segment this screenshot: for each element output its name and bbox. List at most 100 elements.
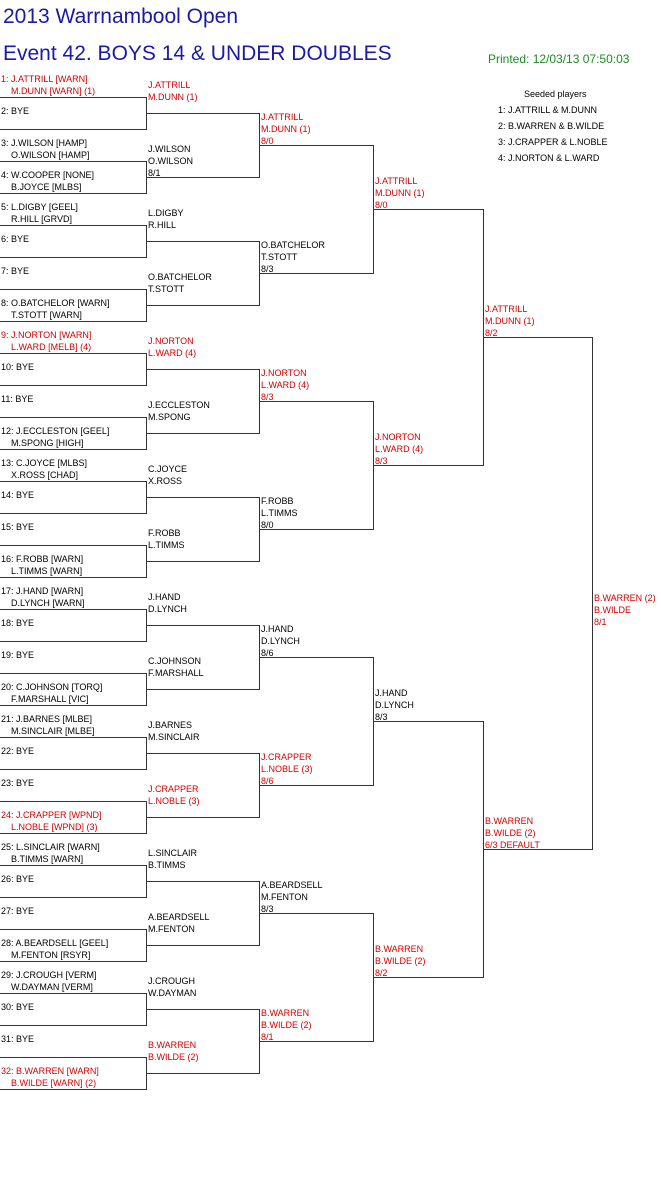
draw-line [0,257,146,258]
player-name: L.NOBLE [WPND] (3) [11,822,98,832]
draw-entry: 24: J.CRAPPER [WPND]L.NOBLE [WPND] (3) [1,809,102,833]
draw-line [0,609,146,610]
draw-line [0,385,146,386]
match-score: 6/3 DEFAULT [485,840,540,850]
player-name: 30: BYE [1,1002,35,1012]
player-name: J.ECCLESTON [148,400,210,410]
player-name: M.DUNN (1) [375,188,425,198]
player-name: B.JOYCE [MLBS] [11,182,82,192]
draw-line [0,1089,146,1090]
draw-line [0,801,146,802]
player-name: J.NORTON [148,336,194,346]
draw-entry: 12: J.ECCLESTON [GEEL]M.SPONG [HIGH] [1,425,109,449]
bracket-line [146,1073,259,1074]
draw-line [0,673,146,674]
bracket-line [373,721,483,722]
bracket-line [146,689,259,690]
draw-entry: 22: BYE [1,745,34,757]
player-name: 4: W.COOPER [NONE] [1,170,95,180]
match-score: 8/3 [375,456,388,466]
bracket-line [146,1009,259,1010]
draw-line [0,929,146,930]
draw-line [0,545,146,546]
draw-entry: 9: J.NORTON [WARN]L.WARD [MELB] (4) [1,329,91,353]
draw-line [0,1025,146,1026]
player-name: 21: J.BARNES [MLBE] [1,714,93,724]
draw-entry: 19: BYE [1,649,34,661]
draw-line [0,289,146,290]
player-name: J.HAND [261,624,294,634]
player-name: 8: O.BATCHELOR [WARN] [1,298,110,308]
player-name: 11: BYE [1,394,34,404]
player-name: T.STOTT [261,252,298,262]
player-name: 6: BYE [1,234,30,244]
draw-line [0,321,146,322]
player-name: L.WARD (4) [148,348,197,358]
draw-entry: 11: BYE [1,393,33,405]
bracket-line [146,881,259,882]
match-score: 8/3 [375,712,388,722]
draw-line [0,129,146,130]
player-name: 29: J.CROUGH [VERM] [1,970,97,980]
draw-entry: 14: BYE [1,489,34,501]
player-name: J.NORTON [261,368,307,378]
player-name: L.NOBLE (3) [148,796,200,806]
draw-line [0,1057,146,1058]
player-name: M.DUNN (1) [148,92,198,102]
player-name: L.WARD (4) [375,444,424,454]
player-name: W.DAYMAN [148,988,197,998]
final-connector [592,337,593,850]
bracket-line [146,497,259,498]
player-name: 27: BYE [1,906,35,916]
bracket-line [373,977,483,978]
player-name: 7: BYE [1,266,30,276]
draw-line [0,97,146,98]
player-name: B.WILDE (2) [148,1052,199,1062]
draw-entry: 4: W.COOPER [NONE] B.JOYCE [MLBS] [1,169,94,193]
player-name: 18: BYE [1,618,35,628]
player-name: 10: BYE [1,362,35,372]
player-name: C.JOHNSON [148,656,202,666]
tournament-title: 2013 Warrnambool Open [3,5,239,28]
player-name: M.SPONG [HIGH] [11,438,84,448]
bracket-line [146,369,259,370]
draw-entry: 28: A.BEARDSELL [GEEL]M.FENTON [RSYR] [1,937,108,961]
draw-line [0,833,146,834]
draw-entry: 29: J.CROUGH [VERM] W.DAYMAN [VERM] [1,969,97,993]
player-name: B.WILDE (2) [261,1020,312,1030]
player-name: D.LYNCH [WARN] [11,598,85,608]
draw-entry: 13: C.JOYCE [MLBS]X.ROSS [CHAD] [1,457,87,481]
draw-entry: 1: J.ATTRILL [WARN]M.DUNN [WARN] (1) [1,73,95,97]
player-name: R.HILL [148,220,177,230]
draw-entry: 20: C.JOHNSON [TORQ]F.MARSHALL [VIC] [1,681,102,705]
player-name: J.CROUGH [148,976,195,986]
player-name: 31: BYE [1,1034,35,1044]
match-score: 8/6 [261,648,274,658]
player-name: B.WARREN [485,816,534,826]
player-name: O.BATCHELOR [148,272,212,282]
player-name: W.DAYMAN [VERM] [11,982,93,992]
player-name: F.MARSHALL [148,668,204,678]
bracket-line [483,337,592,338]
player-name: L.NOBLE (3) [261,764,313,774]
bracket-line [146,817,259,818]
player-name: J.NORTON [375,432,421,442]
draw-line [0,737,146,738]
draw-entry: 32: B.WARREN [WARN]B.WILDE [WARN] (2) [1,1065,99,1089]
draw-line [0,449,146,450]
